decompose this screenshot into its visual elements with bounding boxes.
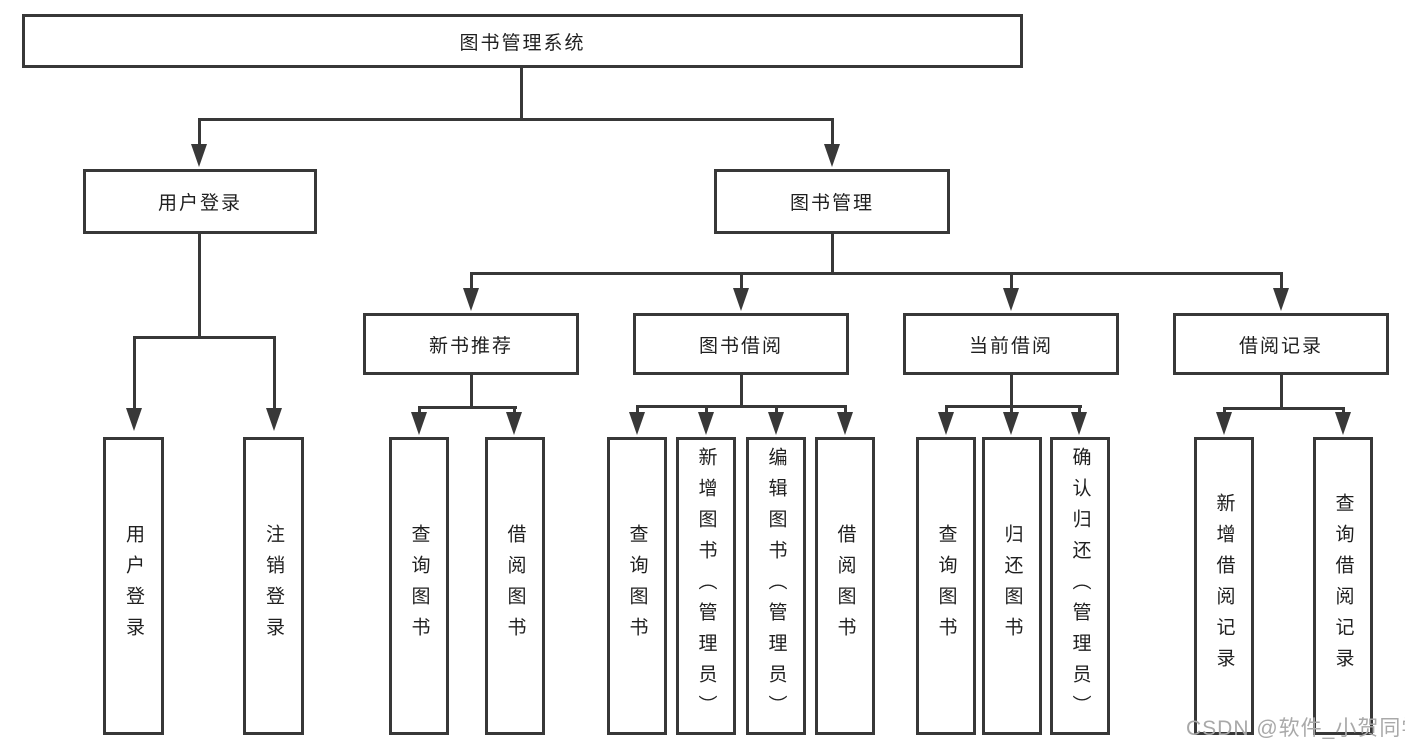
arrowhead-leaf bbox=[768, 412, 784, 435]
leaf-user-login: 用户登录 bbox=[103, 437, 164, 735]
connector-book-borrow-rail bbox=[636, 405, 846, 408]
connector-leaf-drop bbox=[636, 405, 639, 415]
arrowhead-borrow-record bbox=[1273, 288, 1289, 311]
leaf-cb-query-books: 查询图书 bbox=[916, 437, 976, 735]
connector-user-login-stem bbox=[198, 234, 201, 336]
node-library-system: 图书管理系统 bbox=[22, 14, 1023, 68]
arrowhead-leaf bbox=[1335, 412, 1351, 435]
arrowhead-leaf bbox=[938, 412, 954, 435]
leaf-bb-query-books: 查询图书 bbox=[607, 437, 667, 735]
connector-level2-drop bbox=[470, 272, 473, 290]
arrowhead-book-mgmt bbox=[824, 144, 840, 167]
leaf-br-add-record: 新增借阅记录 bbox=[1194, 437, 1254, 735]
connector-root-stem bbox=[520, 68, 523, 118]
connector-leaf-drop bbox=[273, 336, 276, 408]
connector-level2-drop bbox=[1010, 272, 1013, 290]
leaf-cb-return-books: 归还图书 bbox=[982, 437, 1042, 735]
leaf-nb-borrow-books: 借阅图书 bbox=[485, 437, 545, 735]
node-book-borrow: 图书借阅 bbox=[633, 313, 849, 375]
connector-leaf-drop bbox=[705, 405, 708, 415]
arrowhead-leaf bbox=[266, 408, 282, 431]
connector-leaf-drop bbox=[1010, 405, 1013, 415]
connector-leaf-drop bbox=[513, 406, 516, 416]
node-user-login: 用户登录 bbox=[83, 169, 317, 234]
leaf-nb-query-books: 查询图书 bbox=[389, 437, 449, 735]
connector-user-login-drop bbox=[198, 118, 201, 148]
connector-leaf-drop bbox=[1078, 405, 1081, 415]
node-borrow-record: 借阅记录 bbox=[1173, 313, 1389, 375]
csdn-watermark: CSDN @软件_小贺同学 bbox=[1186, 717, 1405, 740]
connector-level2-drop bbox=[740, 272, 743, 290]
connector-book-borrow-stem bbox=[740, 375, 743, 405]
arrowhead-new-book-rec bbox=[463, 288, 479, 311]
arrowhead-leaf bbox=[1216, 412, 1232, 435]
connector-level2-drop bbox=[1280, 272, 1283, 290]
arrowhead-user-login bbox=[191, 144, 207, 167]
arrowhead-leaf bbox=[629, 412, 645, 435]
node-new-book-rec: 新书推荐 bbox=[363, 313, 579, 375]
connector-book-mgmt-rail bbox=[470, 272, 1283, 275]
arrowhead-leaf bbox=[1003, 412, 1019, 435]
connector-new-book-rec-stem bbox=[470, 375, 473, 406]
connector-leaf-drop bbox=[844, 405, 847, 415]
arrowhead-leaf bbox=[126, 408, 142, 431]
leaf-bb-edit-books-admin: 编辑图书（管理员） bbox=[746, 437, 806, 735]
connector-borrow-record-rail bbox=[1223, 407, 1344, 410]
arrowhead-current-borrow bbox=[1003, 288, 1019, 311]
connector-leaf-drop bbox=[1223, 407, 1226, 415]
connector-book-mgmt-stem bbox=[831, 234, 834, 272]
leaf-logout: 注销登录 bbox=[243, 437, 304, 735]
arrowhead-leaf bbox=[837, 412, 853, 435]
arrowhead-leaf bbox=[411, 412, 427, 435]
connector-leaf-drop bbox=[1342, 407, 1345, 415]
connector-user-login-rail bbox=[133, 336, 276, 339]
connector-leaf-drop bbox=[945, 405, 948, 415]
connector-leaf-drop bbox=[133, 336, 136, 408]
connector-leaf-drop bbox=[775, 405, 778, 415]
connector-current-borrow-rail bbox=[945, 405, 1082, 408]
arrowhead-leaf bbox=[1071, 412, 1087, 435]
connector-root-rail bbox=[198, 118, 834, 121]
connector-leaf-drop bbox=[418, 406, 421, 416]
leaf-bb-borrow-books: 借阅图书 bbox=[815, 437, 875, 735]
arrowhead-book-borrow bbox=[733, 288, 749, 311]
leaf-bb-add-books-admin: 新增图书（管理员） bbox=[676, 437, 736, 735]
leaf-cb-confirm-return-admin: 确认归还（管理员） bbox=[1050, 437, 1110, 735]
connector-borrow-record-stem bbox=[1280, 375, 1283, 407]
node-book-mgmt: 图书管理 bbox=[714, 169, 950, 234]
connector-book-mgmt-drop bbox=[831, 118, 834, 148]
connector-current-borrow-stem bbox=[1010, 375, 1013, 405]
node-current-borrow: 当前借阅 bbox=[903, 313, 1119, 375]
arrowhead-leaf bbox=[698, 412, 714, 435]
connector-new-book-rec-rail bbox=[418, 406, 517, 409]
arrowhead-leaf bbox=[506, 412, 522, 435]
leaf-br-query-record: 查询借阅记录 bbox=[1313, 437, 1373, 735]
